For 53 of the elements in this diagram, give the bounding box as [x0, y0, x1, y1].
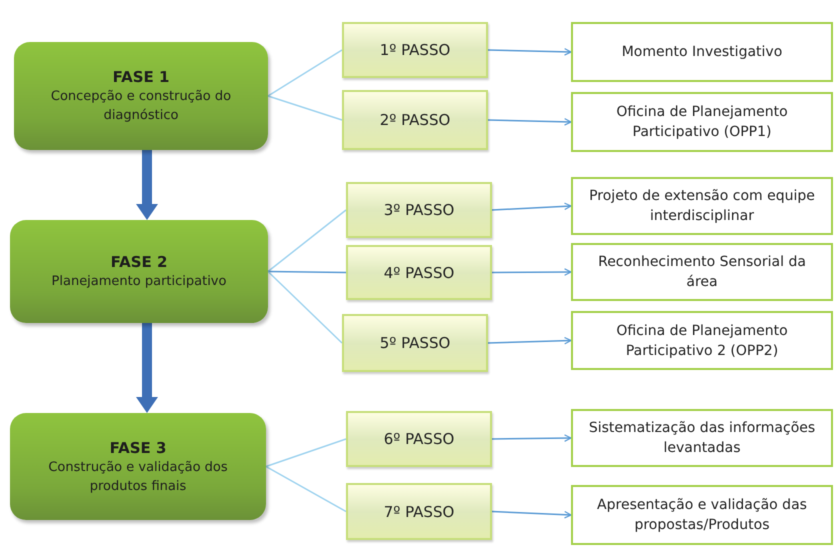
step-box [346, 245, 492, 300]
connector-line [268, 49, 342, 97]
result-text: Projeto de extensão com equipe interdisciplinar [588, 187, 816, 226]
phase-title: FASE 3 [110, 438, 166, 458]
connector-line [268, 95, 342, 121]
result-text: Reconhecimento Sensorial da área [597, 253, 807, 292]
result-box [571, 409, 833, 467]
phase-title: FASE 2 [110, 252, 168, 272]
phase-description: Construção e validação dos produtos finais [47, 458, 229, 496]
result-text: Oficina de Planejamento Participativo 2 (OPP2) [615, 322, 789, 360]
step-box [342, 90, 488, 150]
result-text: Sistematização das informações levantadas [588, 419, 816, 458]
phase-box [10, 413, 266, 520]
phase-description: Concepção e construção do diagnóstico [50, 88, 232, 125]
connector-line [266, 466, 346, 512]
arrow [488, 118, 572, 126]
step-box [346, 411, 492, 467]
phase-description: Planejamento participativo [50, 273, 228, 291]
result-text: Momento Investigativo [620, 43, 784, 62]
step-box [346, 182, 492, 238]
step-label: 6º PASSO [384, 430, 454, 448]
step-box [346, 483, 492, 540]
step-box [342, 314, 488, 372]
arrow [492, 510, 572, 519]
arrow [492, 268, 572, 276]
result-box [571, 243, 833, 301]
arrow [492, 434, 572, 442]
result-box [571, 485, 833, 545]
step-label: 5º PASSO [380, 334, 450, 352]
step-label: 3º PASSO [384, 201, 454, 219]
block-arrow [139, 150, 155, 220]
step-label: 7º PASSO [384, 502, 454, 520]
step-label: 2º PASSO [380, 111, 450, 129]
result-box [571, 311, 833, 370]
arrow [488, 48, 572, 56]
result-box [571, 92, 833, 152]
result-box [571, 177, 833, 235]
step-box [342, 22, 488, 78]
arrow [488, 336, 572, 344]
step-label: 4º PASSO [384, 264, 454, 282]
block-arrow [139, 323, 155, 413]
phase-box [10, 220, 268, 323]
connector-line [268, 209, 346, 272]
step-label: 1º PASSO [380, 41, 450, 59]
result-box [571, 22, 833, 82]
result-text: Apresentação e validação das propostas/Produtos [596, 496, 808, 535]
connector-line [266, 438, 346, 468]
phase-box [14, 42, 268, 150]
result-text: Oficina de Planejamento Participativo (OPP1) [615, 103, 789, 142]
connector-line [268, 270, 346, 274]
phase-title: FASE 1 [112, 67, 170, 87]
arrow [492, 202, 572, 211]
connector-line [267, 270, 343, 344]
